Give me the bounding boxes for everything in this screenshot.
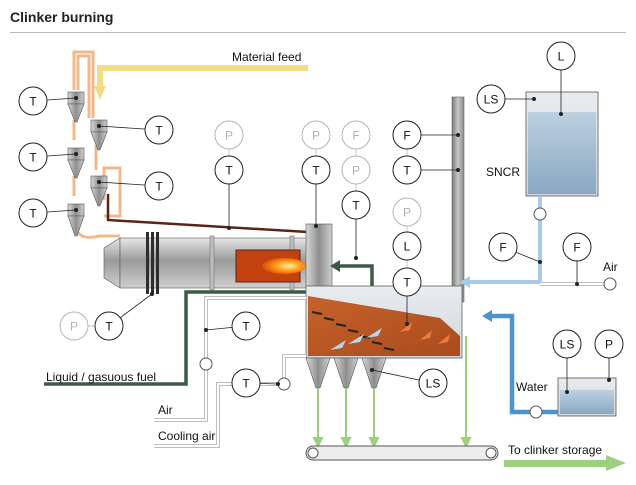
instrument-l-sncr-tank: L: [546, 41, 576, 71]
instrument-t-stack: T: [392, 155, 422, 185]
instrument-p-cooler: P: [392, 197, 422, 227]
instrument-tag: LS: [426, 377, 441, 391]
label-water: Water: [516, 380, 548, 394]
instrument-tag: F: [573, 241, 580, 255]
instrument-t-air: T: [231, 368, 261, 398]
preheater-ducts: [72, 50, 122, 239]
instrument-tag: P: [605, 338, 613, 352]
instrument-ls-water-tank: LS: [552, 329, 582, 359]
instrument-t-cooler: T: [392, 267, 422, 297]
title-divider: [10, 32, 626, 33]
instrument-t-cyclone-2: T: [144, 115, 174, 145]
label-air-left: Air: [158, 403, 173, 417]
cyclone-3: [67, 147, 85, 179]
label-air-right: Air: [603, 260, 618, 274]
instrument-t-cyclone-4: T: [144, 171, 174, 201]
instrument-p-burner: P: [341, 155, 371, 185]
instrument-l-cooler: L: [392, 231, 422, 261]
kiln-riding-ring: [146, 232, 159, 294]
instrument-tag: T: [403, 276, 411, 290]
water-pump: [529, 405, 543, 419]
clinker-drop-lines: [312, 336, 472, 449]
fuel-line: [44, 260, 374, 386]
label-material-feed: Material feed: [232, 50, 301, 64]
instrument-p-kiln-inlet: P: [301, 120, 331, 150]
instrument-tag: T: [352, 199, 360, 213]
instrument-tag: T: [155, 124, 163, 138]
hot-air-arrows: [400, 322, 450, 344]
instrument-tag: L: [404, 240, 411, 254]
instrument-tag: P: [225, 129, 233, 143]
instrument-tag: P: [403, 206, 411, 220]
instrument-t-cyclone-1: T: [18, 86, 48, 116]
instrument-tag: T: [403, 164, 411, 178]
instrument-tag: T: [242, 377, 250, 391]
instrument-tag: T: [225, 164, 233, 178]
instrument-ls-hopper: LS: [418, 368, 448, 398]
instrument-t-cyclone-5: T: [18, 198, 48, 228]
instrument-tag: L: [558, 50, 565, 64]
instrument-tag: LS: [484, 93, 499, 107]
cooling-air-arrows: [330, 328, 382, 350]
instrument-tag: T: [242, 320, 250, 334]
instrument-t-burner: T: [341, 190, 371, 220]
water-line: [486, 313, 558, 415]
instrument-tag: T: [29, 151, 37, 165]
instrument-t-rotary-kiln: T: [214, 155, 244, 185]
instrument-tag: LS: [560, 338, 575, 352]
sncr-pump: [533, 207, 547, 221]
instrument-tag: P: [70, 320, 78, 334]
clinker-cooler: [305, 285, 463, 389]
instrument-tag: F: [403, 129, 410, 143]
preheater-cyclones: [67, 91, 108, 237]
instrument-t-fuel: T: [231, 311, 261, 341]
cooler-grates: [311, 311, 395, 351]
instrument-tag: P: [312, 129, 320, 143]
instrument-tag: T: [105, 320, 113, 334]
label-clinker-storage: To clinker storage: [508, 443, 602, 457]
tertiary-air-duct: [106, 194, 309, 234]
instrument-f-sncr-2: F: [562, 232, 592, 262]
instrument-tag: T: [155, 180, 163, 194]
instrument-tag: P: [352, 164, 360, 178]
air-blower: [199, 357, 291, 391]
instrument-tag: T: [312, 164, 320, 178]
instrument-p-rotary-kiln: P: [214, 120, 244, 150]
material-feed-line: [94, 65, 308, 100]
instrument-ls-sncr-tank: LS: [476, 84, 506, 114]
instrument-tag: F: [499, 241, 506, 255]
instrument-tag: T: [29, 95, 37, 109]
instrument-f-stack: F: [392, 120, 422, 150]
instrument-tag: T: [29, 207, 37, 221]
instrument-t-cyclone-3: T: [18, 142, 48, 172]
rotary-kiln: [103, 223, 333, 294]
instrument-p-kiln-shell: P: [59, 311, 89, 341]
instrument-bubbles: T T T T T P T P T F P T F T P L T P T T T LS L LS F F LS P: [18, 41, 624, 398]
page-title: Clinker burning: [10, 9, 114, 25]
instrument-t-kiln-inlet: T: [301, 155, 331, 185]
air-right-line: [540, 277, 617, 291]
instrument-p-water-tank: P: [594, 329, 624, 359]
instrument-leaders: [32, 56, 612, 394]
sncr-tank: [525, 91, 599, 197]
flame: [262, 258, 306, 274]
water-tank: [557, 377, 617, 417]
label-sncr: SNCR: [486, 165, 520, 179]
label-fuel: Liquid / gasuous fuel: [46, 370, 156, 384]
cooler-hoppers: [305, 357, 387, 389]
instrument-t-kiln-shell: T: [94, 311, 124, 341]
conveyor-belt: [305, 445, 499, 461]
stack: [451, 96, 465, 303]
instrument-tag: F: [352, 129, 359, 143]
instrument-f-sncr-1: F: [488, 232, 518, 262]
clinker-storage-arrow: [504, 455, 626, 471]
label-cooling-air: Cooling air: [158, 429, 215, 443]
instrument-f-burner: F: [341, 120, 371, 150]
